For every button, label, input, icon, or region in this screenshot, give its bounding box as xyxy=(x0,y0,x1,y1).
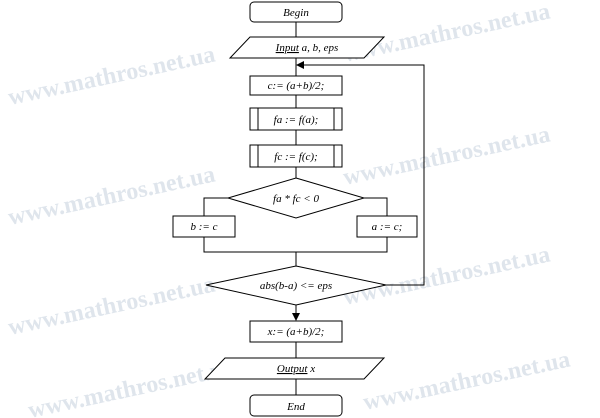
branch-left xyxy=(203,197,228,216)
compute-c-label: c:= (a+b)/2; xyxy=(268,80,325,92)
output-label: Output x xyxy=(277,363,315,375)
connectors xyxy=(203,22,425,395)
watermark: www.mathros.net.ua xyxy=(6,272,218,341)
watermark: www.mathros.net.ua xyxy=(361,347,573,416)
output-node: Output x xyxy=(203,357,386,380)
begin-label: Begin xyxy=(283,7,309,19)
input-label: Input a, b, eps xyxy=(275,42,339,54)
compute-x-label: x:= (a+b)/2; xyxy=(267,326,325,338)
sign-decision-label: fa * fc < 0 xyxy=(273,193,319,205)
output-variable: x xyxy=(307,363,315,375)
input-node: Input a, b, eps xyxy=(228,36,386,59)
input-variables: a, b, eps xyxy=(299,42,338,54)
assign-b-label: b := c xyxy=(191,221,218,233)
assign-a-label: a := c; xyxy=(372,221,403,233)
end-label: End xyxy=(286,401,305,413)
watermark: www.mathros.net.ua xyxy=(341,122,553,191)
watermark: www.mathros.net.ua xyxy=(6,42,218,111)
compute-x-node: x:= (a+b)/2; xyxy=(249,320,343,343)
input-keyword: Input xyxy=(275,42,300,54)
watermark: www.mathros.net.ua xyxy=(26,355,238,418)
loop-back-arrow xyxy=(296,61,425,286)
compute-fc-node: fc := f(c); xyxy=(249,144,343,168)
end-node: End xyxy=(249,394,343,417)
compute-fa-label: fa := f(a); xyxy=(274,114,319,126)
branch-right xyxy=(364,197,388,216)
assign-b-node: b := c xyxy=(172,215,236,238)
merge-left xyxy=(203,237,296,253)
sign-decision-node: fa * fc < 0 xyxy=(226,177,366,219)
assign-a-node: a := c; xyxy=(356,215,418,238)
compute-fc-label: fc := f(c); xyxy=(274,151,317,163)
compute-c-node: c:= (a+b)/2; xyxy=(249,75,343,96)
eps-decision-node: abs(b-a) <= eps xyxy=(205,265,387,306)
merge-right xyxy=(296,237,388,253)
output-keyword: Output xyxy=(277,363,309,375)
eps-decision-label: abs(b-a) <= eps xyxy=(260,280,332,292)
compute-fa-node: fa := f(a); xyxy=(249,107,343,131)
begin-node: Begin xyxy=(249,1,343,23)
watermark: www.mathros.net.ua xyxy=(341,0,553,68)
